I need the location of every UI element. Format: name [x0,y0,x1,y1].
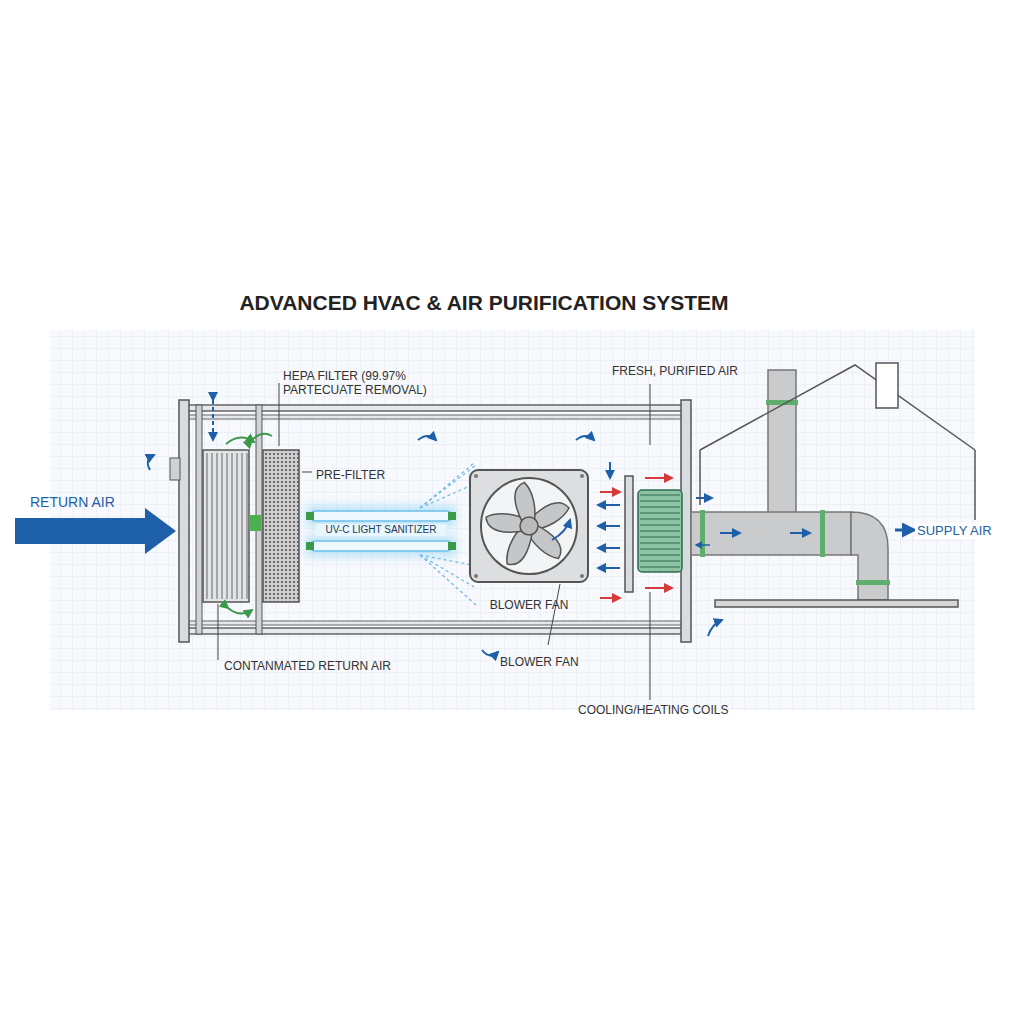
flow-label: CONTANMATED RETURN AIR [224,659,391,673]
pre-filter-pleats [207,453,247,599]
flow-label: SUPPLY AIR [915,523,994,539]
part-label: HEPA FILTER (99.97% PARTECUATE REMOVAL) [283,369,468,398]
filter-seal [249,515,261,531]
label-holder: CONTANMATED RETURN AIR [224,656,391,674]
grid-ground [50,330,975,710]
part-label: COOLING/HEATING COILS [578,703,728,717]
airflow-arrows [148,436,722,656]
label-holder: PRE-FILTER [316,465,385,483]
label-holder: BLOWER FAN [462,598,596,612]
blower-fan [470,470,588,582]
grid-lines [50,330,975,710]
supply-duct [691,370,890,600]
cooling-heating-coil [625,476,682,592]
diagram-title: ADVANCED HVAC & AIR PURIFICATION SYSTEM [0,290,968,315]
part-label: PRE-FILTER [316,468,385,482]
label-holder: FRESH, PURIFIED AIR [612,361,738,379]
title-holder: ADVANCED HVAC & AIR PURIFICATION SYSTEM [0,290,968,315]
return-air-arrow [15,508,176,554]
part-label: BLOWER FAN [500,655,579,669]
housing [170,400,691,642]
label-holder: BLOWER FAN [500,652,579,670]
flow-label: RETURN AIR [30,494,115,511]
pre-filter-body [203,450,249,602]
hepa-filter-media [263,450,299,602]
label-holder: UV-C LIGHT SANITIZER [316,524,446,536]
uv-c-lamps [306,463,476,605]
label-holder: SUPPLY AIR [915,521,994,539]
leader-lines [218,383,650,700]
label-holder: RETURN AIR [30,493,115,511]
label-holder: COOLING/HEATING COILS [578,700,728,718]
filter-assembly [196,400,299,634]
part-label: BLOWER FAN [462,598,596,612]
supply-air-arrow [895,529,914,532]
house-outline [700,363,975,607]
label-holder: HEPA FILTER (99.97% PARTECUATE REMOVAL) [283,369,468,398]
flow-label: FRESH, PURIFIED AIR [612,364,738,378]
part-label: UV-C LIGHT SANITIZER [316,524,446,536]
